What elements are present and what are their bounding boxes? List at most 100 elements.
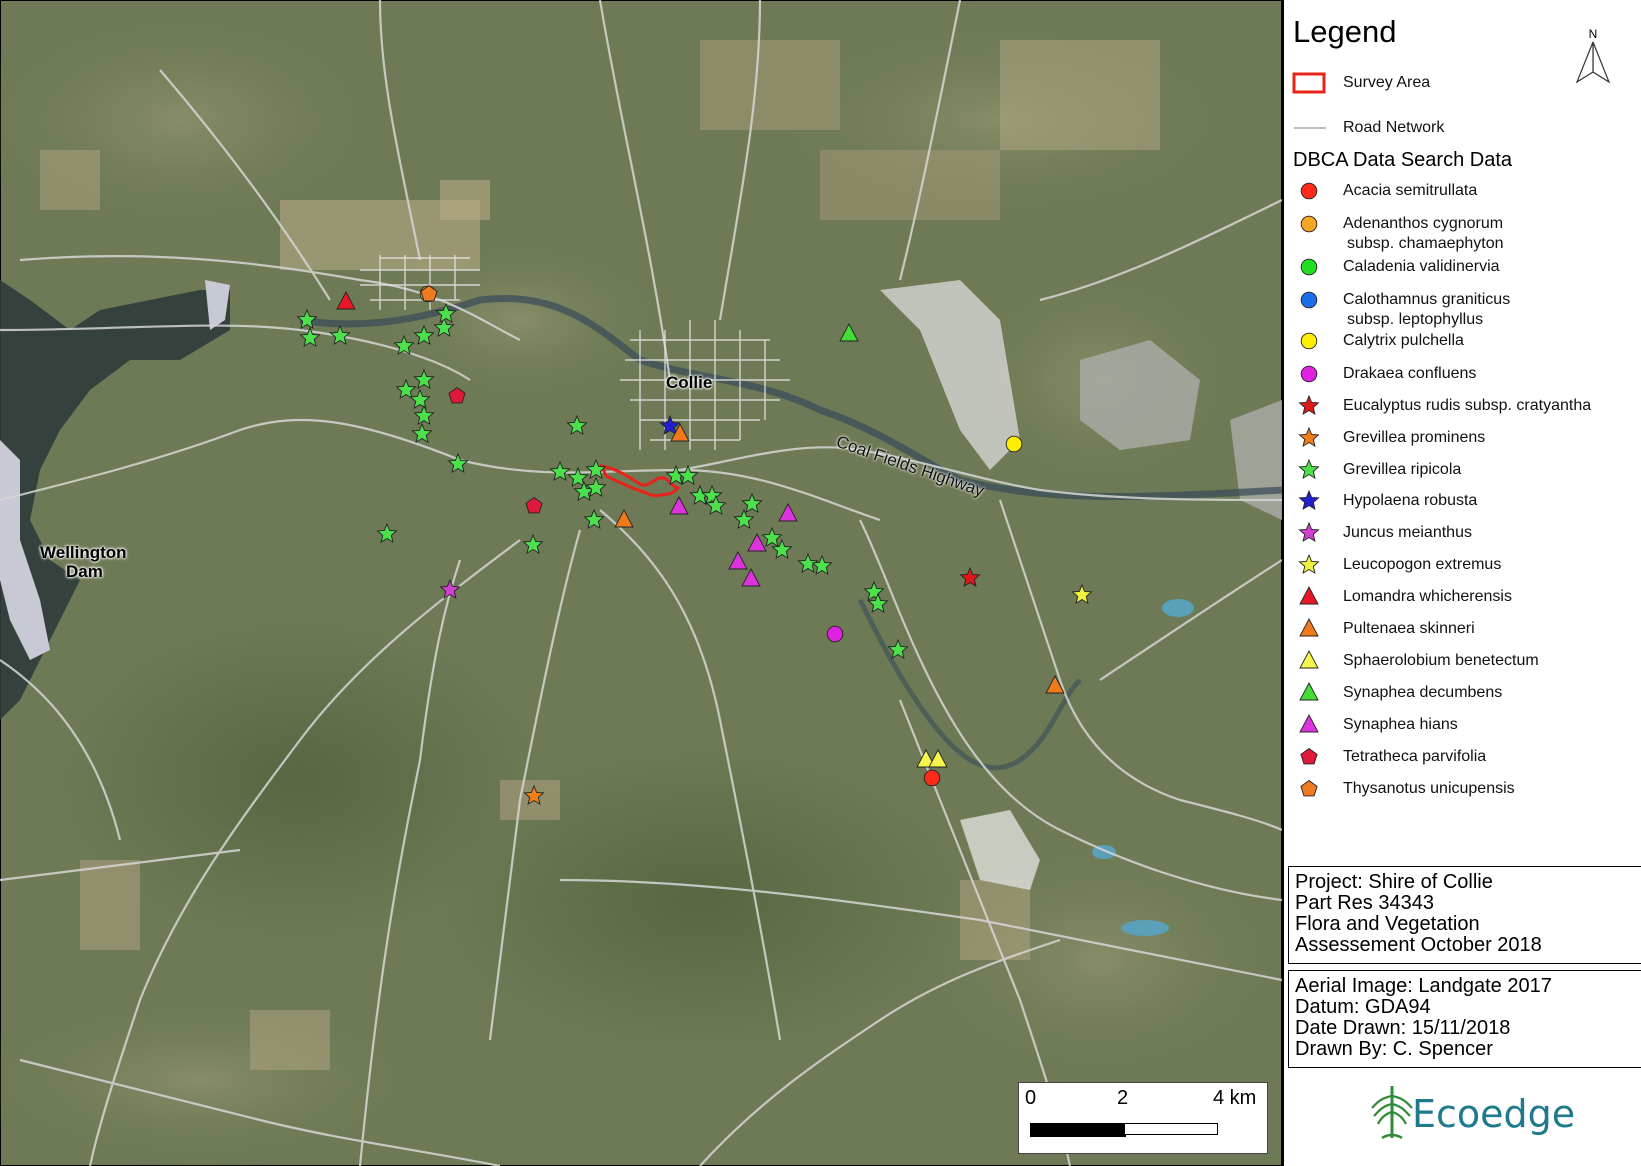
map-marker-star[interactable]: [585, 458, 607, 480]
river-branch: [857, 598, 1082, 771]
species-name: Pultenaea skinneri: [1343, 620, 1475, 637]
map-marker-pentagon[interactable]: [525, 496, 543, 514]
map-marker-star[interactable]: [435, 302, 457, 324]
marker-layer: [296, 284, 1093, 806]
map-marker-star[interactable]: [376, 522, 398, 544]
triangle-marker-icon: [1299, 650, 1319, 669]
map-marker-star[interactable]: [677, 464, 699, 486]
map-marker-star[interactable]: [409, 388, 431, 410]
species-label: Sphaerolobium benetectum: [1343, 651, 1539, 671]
map-marker-triangle[interactable]: [839, 323, 859, 342]
map-marker-star[interactable]: [585, 476, 607, 498]
species-label: Juncus meianthus: [1343, 523, 1472, 543]
project-line: Assessement October 2018: [1295, 934, 1542, 956]
map-marker-triangle[interactable]: [669, 496, 689, 515]
map-marker-star[interactable]: [393, 334, 415, 356]
map-marker-star[interactable]: [567, 466, 589, 488]
map-marker-triangle[interactable]: [747, 533, 767, 552]
map-marker-star[interactable]: [733, 508, 755, 530]
map-marker-star[interactable]: [395, 378, 417, 400]
map-marker-star[interactable]: [447, 452, 469, 474]
map-marker-star[interactable]: [329, 324, 351, 346]
map-marker-triangle[interactable]: [916, 749, 936, 768]
survey-area-outline: [599, 463, 681, 498]
map-marker-star[interactable]: [771, 538, 793, 560]
map-marker-star[interactable]: [761, 526, 783, 548]
map-marker-triangle[interactable]: [1045, 675, 1065, 694]
info-line: Drawn By: C. Spencer: [1295, 1038, 1493, 1060]
map-marker-star[interactable]: [549, 460, 571, 482]
triangle-marker-icon: [1299, 586, 1319, 605]
map-marker-star[interactable]: [296, 308, 318, 330]
map-marker-star[interactable]: [413, 368, 435, 390]
species-subspecies: subsp. chamaephyton: [1347, 235, 1504, 252]
map-marker-star[interactable]: [299, 326, 321, 348]
map-marker-star[interactable]: [659, 414, 681, 436]
map-marker-triangle[interactable]: [614, 509, 634, 528]
map-marker-star[interactable]: [797, 552, 819, 574]
map-marker-star[interactable]: [411, 422, 433, 444]
aerial-map[interactable]: [0, 0, 1282, 1166]
map-marker-circle[interactable]: [826, 625, 844, 643]
map-marker-star[interactable]: [413, 404, 435, 426]
map-marker-star[interactable]: [413, 324, 435, 346]
map-marker-circle[interactable]: [923, 769, 941, 787]
species-label: Lomandra whicherensis: [1343, 587, 1512, 607]
map-marker-pentagon[interactable]: [420, 284, 438, 302]
species-label: Tetratheca parvifolia: [1343, 747, 1486, 767]
place-label-dam: Dam: [66, 562, 103, 581]
triangle-marker-icon: [1299, 714, 1319, 733]
star-marker-icon: [1298, 490, 1320, 511]
scale-bar: 0 2 4 km: [1018, 1082, 1268, 1154]
map-marker-star[interactable]: [705, 494, 727, 516]
place-label-wellington: Wellington: [40, 543, 127, 562]
terrain-texture: [0, 0, 1282, 1166]
star-marker-icon: [1298, 522, 1320, 543]
map-marker-star[interactable]: [741, 492, 763, 514]
scale-tick-2: 2: [1117, 1087, 1129, 1109]
north-label: N: [1589, 27, 1598, 41]
map-marker-triangle[interactable]: [778, 503, 798, 522]
collie-town: [360, 255, 790, 450]
map-marker-triangle[interactable]: [741, 568, 761, 587]
map-marker-star[interactable]: [811, 554, 833, 576]
species-name: Sphaerolobium benetectum: [1343, 652, 1539, 669]
map-marker-pentagon[interactable]: [448, 386, 466, 404]
pentagon-marker-icon: [1300, 747, 1318, 765]
wellington-dam-water: [0, 280, 230, 720]
circle-marker-icon: [1300, 332, 1318, 350]
map-marker-star[interactable]: [867, 592, 889, 614]
map-marker-triangle[interactable]: [336, 291, 356, 310]
tree-logo-icon: [1371, 1086, 1413, 1140]
species-name: Synaphea decumbens: [1343, 684, 1503, 701]
star-marker-icon: [1298, 554, 1320, 575]
species-name: Lomandra whicherensis: [1343, 588, 1512, 605]
collie-river: [299, 295, 1282, 501]
map-marker-star[interactable]: [566, 414, 588, 436]
legend-title: Legend: [1293, 14, 1397, 49]
circle-marker-icon: [1300, 291, 1318, 309]
map-marker-star[interactable]: [959, 566, 981, 588]
map-marker-star[interactable]: [887, 638, 909, 660]
map-marker-star[interactable]: [439, 578, 461, 600]
survey-area-label: Survey Area: [1343, 74, 1431, 91]
species-label: Leucopogon extremus: [1343, 555, 1501, 575]
circle-marker-icon: [1300, 365, 1318, 383]
project-line: Flora and Vegetation: [1295, 913, 1480, 935]
map-marker-star[interactable]: [1071, 583, 1093, 605]
map-marker-circle[interactable]: [1005, 435, 1023, 453]
circle-marker-icon: [1300, 215, 1318, 233]
map-marker-star[interactable]: [433, 316, 455, 338]
map-marker-triangle[interactable]: [728, 551, 748, 570]
species-label: Synaphea decumbens: [1343, 683, 1502, 703]
map-marker-star[interactable]: [522, 533, 544, 555]
map-marker-triangle[interactable]: [670, 423, 690, 442]
species-label: Hypolaena robusta: [1343, 491, 1477, 511]
scale-tick-0: 0: [1025, 1087, 1037, 1109]
map-marker-star[interactable]: [583, 508, 605, 530]
ecoedge-logo: Ecoedge: [1370, 1082, 1575, 1142]
species-name: Thysanotus unicupensis: [1343, 780, 1515, 797]
map-marker-star[interactable]: [523, 784, 545, 806]
map-marker-triangle[interactable]: [928, 749, 948, 768]
